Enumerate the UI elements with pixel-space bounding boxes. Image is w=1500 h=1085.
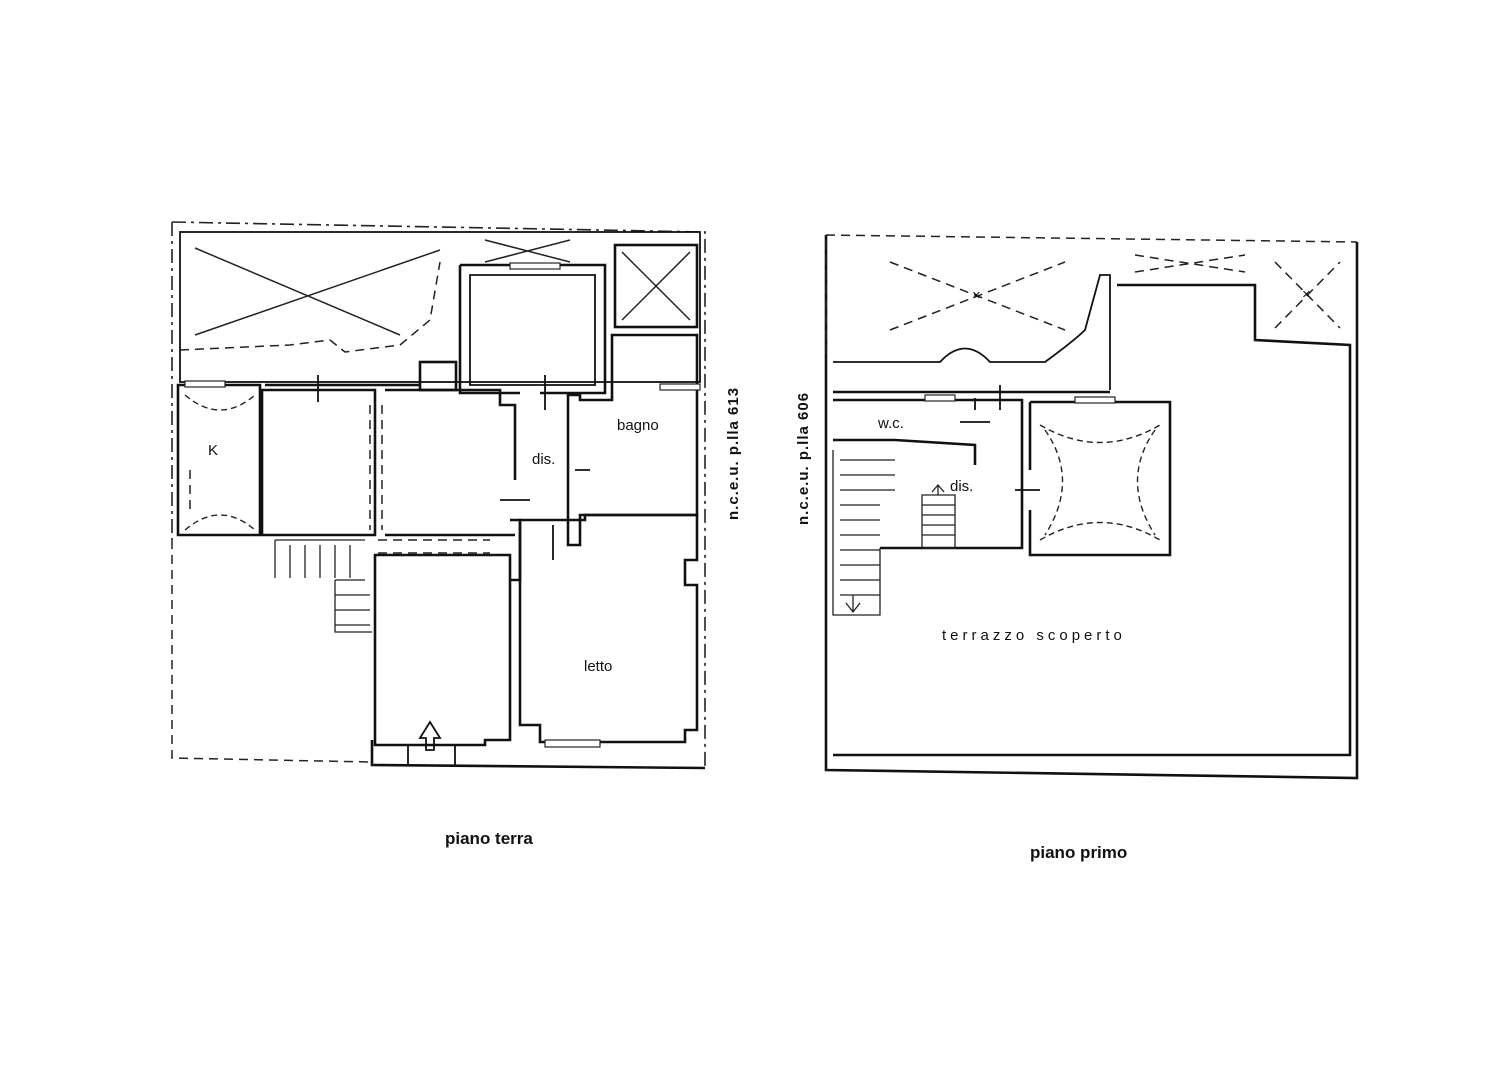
- first-east-vault: [1039, 424, 1161, 541]
- ground-yard-dashed: [171, 540, 371, 763]
- first-roof-cross-right: [1274, 261, 1341, 329]
- ground-pillar: [510, 518, 522, 582]
- wc-label: w.c.: [877, 415, 904, 432]
- terrace-label: terrazzo scoperto: [942, 627, 1126, 644]
- first-hall-label: dis.: [950, 478, 973, 495]
- ground-floor-plan: K dis. bagno letto n.c.e.u. p.lla 613 pi…: [171, 221, 742, 848]
- ground-central-room: [385, 388, 517, 537]
- ground-south-wall: [370, 740, 706, 770]
- ground-void-cross-mid: [484, 239, 571, 263]
- ground-entrance-jambs: [407, 745, 456, 765]
- ground-hall-label: dis.: [532, 451, 555, 468]
- kitchen-label: K: [208, 442, 218, 459]
- entrance-arrow-icon: [418, 720, 442, 751]
- first-neighbor-label: n.c.e.u. p.lla 606: [795, 392, 812, 525]
- bedroom-label: letto: [584, 658, 612, 675]
- ground-stairs: [274, 539, 372, 633]
- first-east-room: [1028, 400, 1172, 557]
- roof-point-right: ×: [1302, 286, 1311, 303]
- ground-north-room-inner: [469, 274, 596, 386]
- first-terrace-wall: [833, 283, 1352, 757]
- first-small-stairs: [921, 484, 956, 549]
- first-roof-cross-mid: [1134, 254, 1246, 273]
- ground-neighbor-label: n.c.e.u. p.lla 613: [725, 387, 742, 520]
- ground-living-dash: [369, 405, 383, 530]
- ground-hall-door-marks: [500, 375, 590, 560]
- ground-living-room: [260, 388, 377, 537]
- ground-bathroom-walls: [566, 333, 699, 547]
- ground-south-room: [373, 553, 512, 747]
- first-wc-wall: [833, 438, 977, 465]
- ground-bedroom-walls: [518, 513, 699, 744]
- first-floor-title: piano primo: [1030, 843, 1127, 862]
- first-wc-window: [924, 394, 956, 402]
- ground-kitchen-walls: [176, 383, 262, 537]
- ground-courtyard-dashed-edge: [179, 261, 441, 353]
- first-floor-outer: [824, 235, 1359, 780]
- stair-down-arrow-icon: [845, 595, 861, 614]
- ground-shaft-cross: [621, 251, 691, 321]
- first-wc-block: [833, 398, 1024, 550]
- ground-bathroom-window: [659, 383, 701, 391]
- ground-chimney: [418, 360, 458, 392]
- ground-shaft: [613, 243, 699, 329]
- ground-kitchen-window: [184, 380, 226, 388]
- ground-void-cross-left: [194, 247, 441, 336]
- ground-north-room: [458, 263, 607, 395]
- first-floor-plan: × × w.c. dis. terrazzo scoperto n.c.e.u.…: [795, 234, 1359, 862]
- ground-floor-title: piano terra: [445, 829, 533, 848]
- ground-north-window: [509, 262, 561, 270]
- first-hall-marks: [960, 385, 1040, 491]
- ground-floor-boundary: [171, 221, 706, 768]
- first-stairs: [832, 450, 895, 616]
- bathroom-label: bagno: [617, 417, 659, 434]
- first-floor-top-boundary: [825, 234, 1358, 243]
- ground-kitchen-vault: [184, 394, 256, 531]
- ground-corridor-dash: [378, 539, 490, 554]
- ground-courtyard-outline: [179, 231, 701, 383]
- first-east-window: [1074, 396, 1116, 404]
- first-parapet: [833, 274, 1111, 390]
- first-roof-cross: [889, 261, 1066, 331]
- ground-bedroom-window: [544, 739, 601, 748]
- roof-point-left: ×: [972, 287, 981, 304]
